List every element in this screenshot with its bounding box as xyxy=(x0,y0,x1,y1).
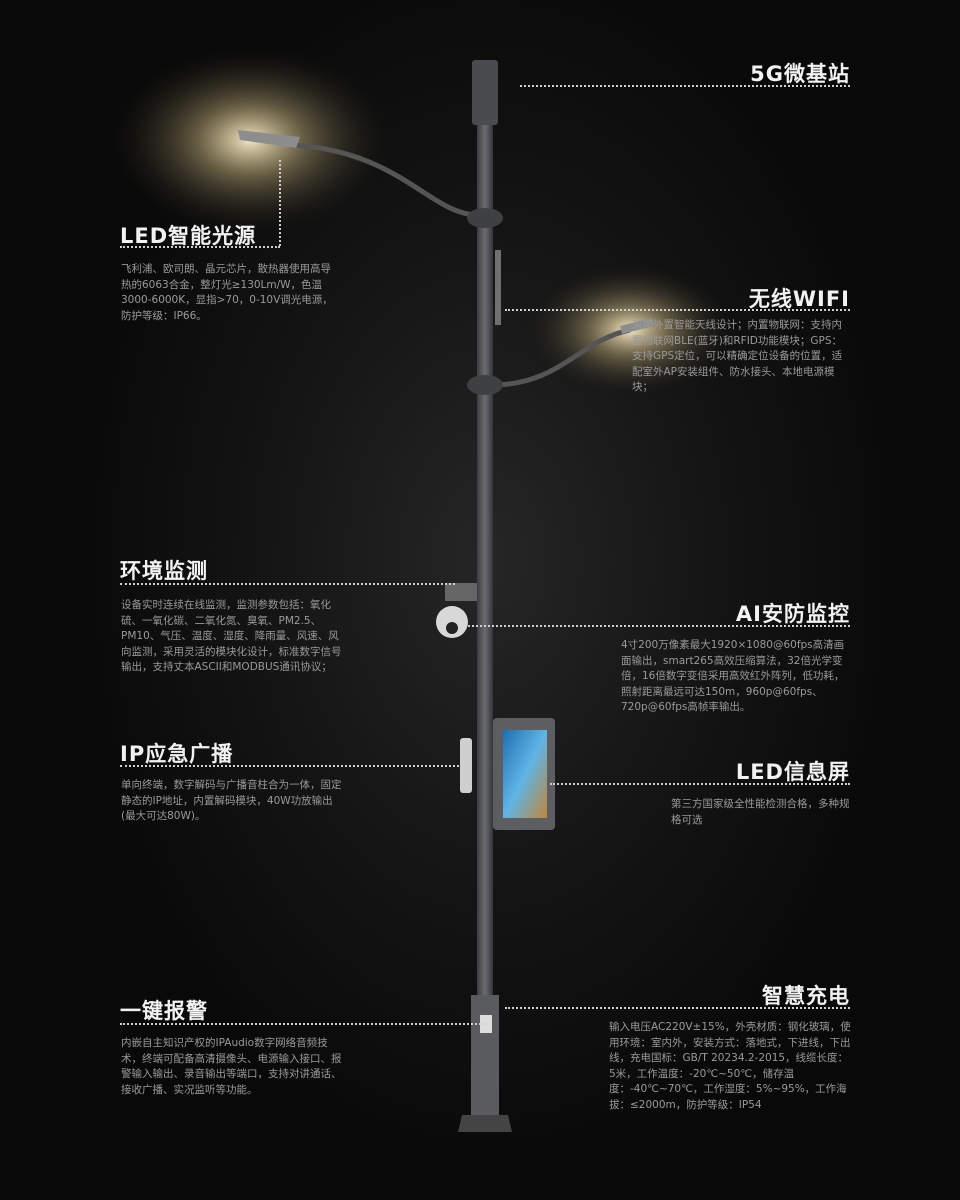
feature-title-5g: 5G微基站 xyxy=(750,62,850,86)
leader-line xyxy=(520,85,850,87)
leader-line xyxy=(279,160,281,246)
pole-base-plate xyxy=(458,1115,512,1132)
feature-desc-env: 设备实时连续在线监测，监测参数包括：氧化硫、一氧化碳、二氧化氮、臭氧、PM2.5… xyxy=(121,599,342,673)
lamp-head-lower xyxy=(620,318,654,334)
leader-line xyxy=(120,246,280,248)
feature-title-env: 环境监测 xyxy=(120,559,208,583)
upper-arm xyxy=(289,142,479,218)
arm-joint-upper xyxy=(467,208,503,228)
feature-title-led-light: LED智能光源 xyxy=(120,224,257,248)
lamp-head-upper xyxy=(238,130,300,148)
feature-desc-ai-security: 4寸200万像素最大1920×1080@60fps高清画面输出，smart265… xyxy=(621,639,845,713)
wifi-antenna xyxy=(495,250,501,325)
feature-title-alarm: 一键报警 xyxy=(120,999,208,1023)
alarm-button-panel xyxy=(480,1015,492,1033)
leader-line xyxy=(505,1007,850,1009)
feature-title-ai-security: AI安防监控 xyxy=(735,602,850,626)
leader-line xyxy=(120,1023,485,1025)
feature-desc-charging: 输入电压AC220V±15%，外壳材质：钢化玻璃，使用环境：室内外，安装方式：落… xyxy=(609,1021,851,1111)
feature-desc-led-screen: 第三方国家级全性能检测合格，多种规格可选 xyxy=(671,798,850,826)
leader-line xyxy=(120,583,455,585)
leader-line xyxy=(120,765,463,767)
feature-desc-broadcast: 单向终端，数字解码与广播音柱合为一体，固定静态的IP地址，内置解码模块，40W功… xyxy=(121,779,342,822)
leader-line xyxy=(468,625,850,627)
feature-desc-led-light: 飞利浦、欧司朗、晶元芯片，散热器使用高导热的6063合金，整灯光≥130Lm/W… xyxy=(121,263,333,322)
lower-arm xyxy=(491,327,631,388)
pole-base-box xyxy=(471,995,499,1115)
feature-desc-wifi: 采用外置智能天线设计；内置物联网：支持内置物联网BLE(蓝牙)和RFID功能模块… xyxy=(632,319,843,393)
5g-base-station xyxy=(472,60,498,125)
feature-title-wifi: 无线WIFI xyxy=(748,287,850,311)
camera-lens xyxy=(446,622,458,634)
leader-line xyxy=(505,309,850,311)
feature-title-led-screen: LED信息屏 xyxy=(735,760,850,784)
env-sensor-bracket xyxy=(445,583,477,601)
broadcast-speaker xyxy=(460,738,472,793)
arm-joint-lower xyxy=(467,375,503,395)
leader-line xyxy=(550,783,850,785)
feature-title-charging: 智慧充电 xyxy=(762,984,850,1008)
feature-title-broadcast: IP应急广播 xyxy=(120,742,234,766)
pole-shaft xyxy=(477,95,493,1125)
feature-desc-alarm: 内嵌自主知识产权的IPAudio数字网络音频技术，终端可配备高清摄像头、电源输入… xyxy=(121,1037,342,1096)
led-screen xyxy=(503,730,547,818)
